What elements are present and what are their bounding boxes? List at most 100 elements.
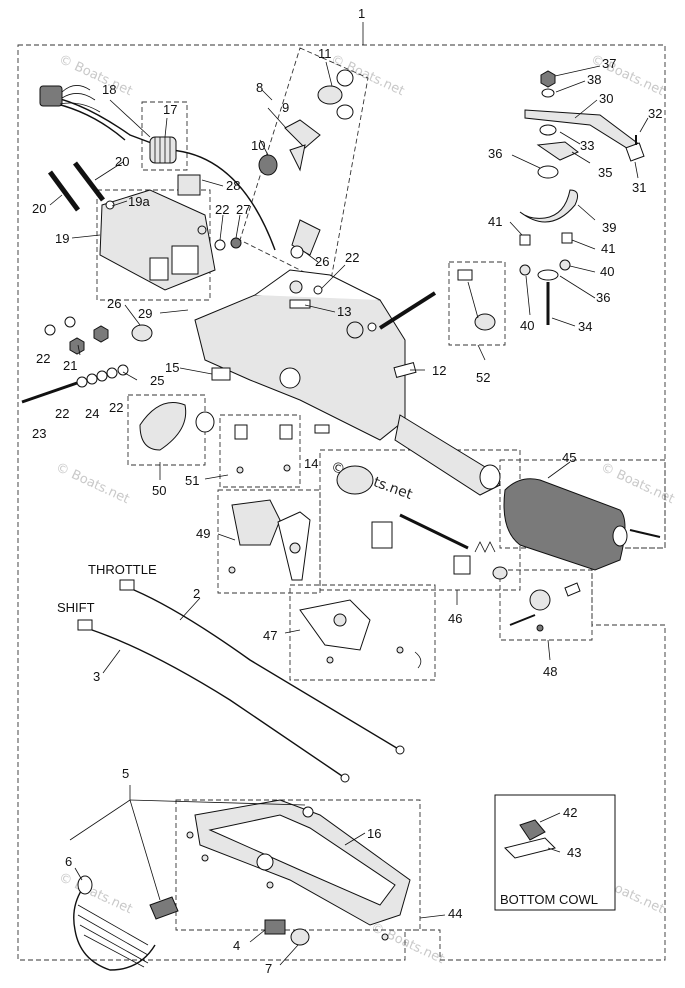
assembly-49 [228,499,311,581]
callout-48: 48 [543,664,557,679]
callout-1: 1 [358,6,365,21]
assembly-46 [336,465,508,580]
callout-25: 25 [150,373,164,388]
callout-22: 22 [109,400,123,415]
clip-28 [177,174,201,196]
grommet-17 [149,136,177,164]
box-49 [217,489,321,594]
callout-6: 6 [65,854,72,869]
callout-44: 44 [448,906,462,921]
callout-41: 41 [488,214,502,229]
callout-22: 22 [36,351,50,366]
callout-20: 20 [115,154,129,169]
callout-19: 19 [55,231,69,246]
callout-12: 12 [432,363,446,378]
callout-14: 14 [304,456,318,471]
box-17 [141,101,188,171]
callout-26: 26 [315,254,329,269]
bottom-cowl-parts [504,819,556,859]
callout-2: 2 [193,586,200,601]
callout-43: 43 [567,845,581,860]
switch-assembly-8 [258,69,354,259]
caption-shift: SHIFT [57,600,95,615]
pad-50 [139,402,215,451]
assembly-47 [299,599,422,669]
callout-41: 41 [601,241,615,256]
screw-head [197,225,207,235]
callout-26: 26 [107,296,121,311]
caption-bottom-cowl: BOTTOM COWL [500,892,598,907]
callout-49: 49 [196,526,210,541]
callout-17: 17 [163,102,177,117]
watermark: © Boats.net [56,52,134,99]
callout-40: 40 [600,264,614,279]
clips-51 [234,424,293,474]
callout-7: 7 [265,961,272,976]
callout-51: 51 [185,473,199,488]
callout-50: 50 [152,483,166,498]
callout-21: 21 [63,358,77,373]
callout-42: 42 [563,805,577,820]
callout-5: 5 [122,766,129,781]
box-46 [319,449,521,591]
callout-46: 46 [448,611,462,626]
bushing-26 [289,280,303,294]
watermark: © Boats.net [53,460,131,507]
nut-27 [230,237,242,249]
callout-labels: 1 2 3 4 5 6 7 8 9 10 11 12 13 14 15 16 1… [32,6,662,976]
hardware-left [21,316,153,404]
lanyard-6 [73,875,179,971]
callout-38: 38 [587,72,601,87]
bushing-upper [346,321,364,339]
box-52 [448,261,506,346]
callout-15: 15 [165,360,179,375]
box-45 [499,459,666,549]
callout-10: 10 [251,138,265,153]
callout-29: 29 [138,306,152,321]
bolt-long [378,291,437,330]
box-51 [219,414,301,488]
box-48 [499,569,593,641]
box-19 [96,189,211,301]
hardware-right [519,70,645,325]
leader-lines [49,61,649,966]
washer-22 [214,239,226,251]
callout-35: 35 [598,165,612,180]
housing-16 [186,799,411,941]
box-47 [289,584,436,681]
box-50 [127,394,206,466]
part-4 [264,919,286,935]
callout-36: 36 [488,146,502,161]
caption-throttle: THROTTLE [88,562,157,577]
callout-24: 24 [85,406,99,421]
callout-36: 36 [596,290,610,305]
callout-4: 4 [233,938,240,953]
callout-16: 16 [367,826,381,841]
callout-34: 34 [578,319,592,334]
callout-23: 23 [32,426,46,441]
callout-27: 27 [236,202,250,217]
callout-39: 39 [602,220,616,235]
callout-19a: 19a [128,194,150,209]
leader-5-fan [69,799,306,901]
cable-throttle-2 [119,579,405,755]
callout-40: 40 [520,318,534,333]
washer-upper [367,322,377,332]
washer-22 [313,285,323,295]
callout-30: 30 [599,91,613,106]
callout-45: 45 [562,450,576,465]
box-16 [175,799,421,931]
stud-20 [47,161,105,212]
callout-3: 3 [93,669,100,684]
callout-13: 13 [337,304,351,319]
callout-11: 11 [318,46,332,61]
callout-22: 22 [215,202,229,217]
callout-22: 22 [345,250,359,265]
callout-47: 47 [263,628,277,643]
callout-33: 33 [580,138,594,153]
callout-9: 9 [282,100,289,115]
assembly-frame [17,44,666,961]
callout-52: 52 [476,370,490,385]
